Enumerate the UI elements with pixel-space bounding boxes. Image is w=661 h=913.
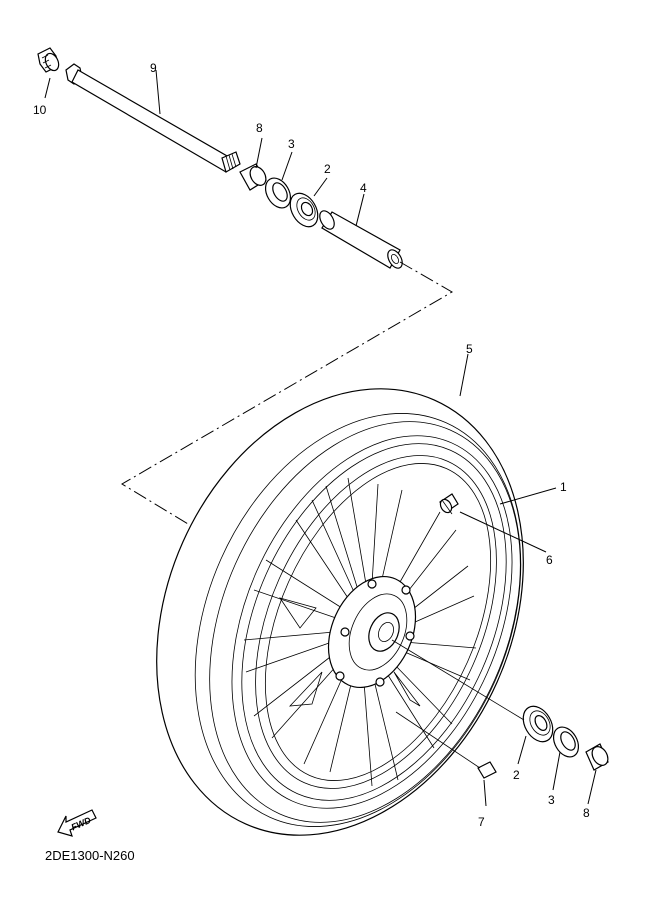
oil-seal-upper — [264, 177, 292, 209]
callout-wheel: 1 — [560, 480, 567, 494]
wheel-hub — [327, 575, 417, 689]
callout-axle-nut: 10 — [33, 103, 47, 117]
cast-wheel — [231, 435, 513, 809]
callout-collar-upper: 8 — [256, 121, 263, 135]
callout-oil-seal-lower: 3 — [548, 793, 555, 807]
callout-spacer: 4 — [360, 181, 367, 195]
leader-lines — [44, 69, 597, 807]
callout-bearing-lower: 2 — [513, 768, 520, 782]
diagram-code: 2DE1300-N260 — [45, 848, 135, 863]
balance-weight — [477, 761, 497, 779]
bearing-upper — [289, 192, 319, 228]
axle-nut — [37, 47, 60, 73]
callout-tire: 5 — [466, 342, 473, 356]
oil-seal-lower — [552, 726, 580, 758]
callout-oil-seal-upper: 3 — [288, 137, 295, 151]
callout-collar-lower: 8 — [583, 806, 590, 820]
fwd-arrow-icon: FWD — [57, 809, 97, 837]
axis-center-line — [121, 261, 453, 531]
wheel-spacer — [319, 210, 403, 269]
callout-axle: 9 — [150, 61, 157, 75]
tire-valve — [439, 493, 459, 515]
front-axle — [65, 63, 241, 173]
bearing-lower — [522, 705, 554, 743]
fwd-label: FWD — [70, 815, 93, 833]
callout-valve: 6 — [546, 553, 553, 567]
callout-labels: 10 9 8 3 2 4 5 1 6 2 3 8 7 — [33, 61, 590, 829]
callout-bearing-upper: 2 — [324, 162, 331, 176]
collar-lower — [585, 743, 609, 771]
callout-balance-weight: 7 — [478, 815, 485, 829]
collar-upper — [239, 163, 267, 191]
